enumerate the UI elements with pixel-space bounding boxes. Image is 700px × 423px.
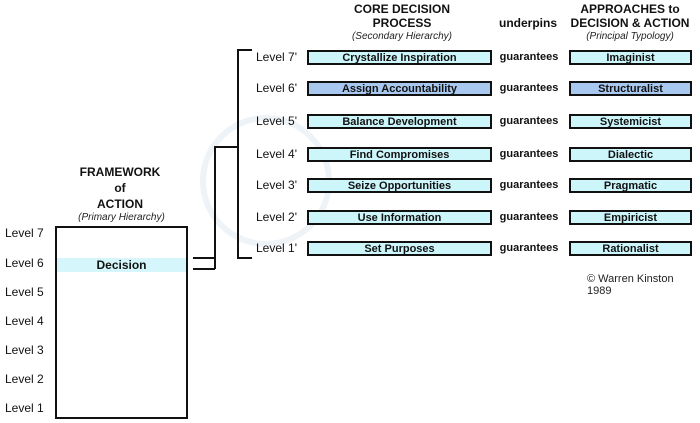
- approach-title-line1: APPROACHES to: [580, 2, 680, 16]
- row-verb: guarantees: [499, 115, 559, 127]
- framework-level-label: Level 1: [5, 401, 44, 415]
- approach-box: Empiricist: [569, 210, 692, 225]
- process-title-line1: CORE DECISION: [353, 2, 450, 16]
- approach-box: Rationalist: [569, 241, 692, 256]
- framework-title-line1: FRAMEWORK: [79, 165, 161, 179]
- row-level-label: Level 6': [256, 81, 297, 95]
- framework-box: Decision: [55, 226, 188, 419]
- approach-title-line2: DECISION & ACTION: [570, 16, 690, 30]
- framework-level-label: Level 7: [5, 226, 44, 240]
- decision-label: Decision: [96, 258, 147, 272]
- approach-box: Imaginist: [569, 50, 692, 65]
- approach-box: Systemicist: [569, 114, 692, 129]
- approach-box: Structuralist: [569, 81, 692, 96]
- bracket-vertical: [237, 49, 239, 259]
- process-box: Crystallize Inspiration: [307, 50, 492, 65]
- framework-level-label: Level 3: [5, 343, 44, 357]
- decision-band: Decision: [57, 258, 186, 272]
- approach-header: APPROACHES to DECISION & ACTION: [560, 2, 700, 30]
- row-verb: guarantees: [499, 211, 559, 223]
- row-verb: guarantees: [499, 242, 559, 254]
- process-header: CORE DECISION PROCESS: [322, 2, 482, 30]
- process-box: Balance Development: [307, 114, 492, 129]
- row-verb: guarantees: [499, 179, 559, 191]
- process-box: Find Compromises: [307, 147, 492, 162]
- framework-level-label: Level 4: [5, 314, 44, 328]
- framework-title-line3: ACTION: [97, 197, 143, 211]
- bracket-inner-vertical: [214, 146, 216, 269]
- process-box: Set Purposes: [307, 241, 492, 256]
- approach-box: Pragmatic: [569, 178, 692, 193]
- framework-title: FRAMEWORK of ACTION: [60, 164, 180, 212]
- bracket-top-tick: [237, 49, 252, 51]
- framework-title-line2: of: [114, 181, 126, 195]
- bracket-bottom-tick: [237, 257, 252, 259]
- row-verb: guarantees: [499, 148, 559, 160]
- process-box: Use Information: [307, 210, 492, 225]
- row-verb: guarantees: [499, 51, 559, 63]
- bracket-inner-top-tick: [193, 257, 215, 259]
- row-level-label: Level 2': [256, 210, 297, 224]
- process-box: Assign Accountability: [307, 81, 492, 96]
- row-verb: guarantees: [499, 82, 559, 94]
- process-subtitle: (Secondary Hierarchy): [351, 31, 453, 42]
- row-level-label: Level 5': [256, 114, 297, 128]
- framework-level-label: Level 2: [5, 372, 44, 386]
- row-level-label: Level 7': [256, 50, 297, 64]
- bracket-inner-bottom-tick: [193, 268, 215, 270]
- approach-subtitle: (Principal Typology): [586, 31, 674, 42]
- approach-box: Dialectic: [569, 147, 692, 162]
- process-box: Seize Opportunities: [307, 178, 492, 193]
- row-level-label: Level 4': [256, 147, 297, 161]
- row-level-label: Level 1': [256, 241, 297, 255]
- framework-subtitle: (Primary Hierarchy): [78, 212, 165, 223]
- process-title-line2: PROCESS: [372, 16, 432, 30]
- bracket-mid-stub: [214, 146, 239, 148]
- verb-header: underpins: [498, 16, 557, 30]
- framework-level-label: Level 6: [5, 256, 44, 270]
- row-level-label: Level 3': [256, 178, 297, 192]
- copyright: © Warren Kinston 1989: [587, 273, 674, 297]
- framework-level-label: Level 5: [5, 285, 44, 299]
